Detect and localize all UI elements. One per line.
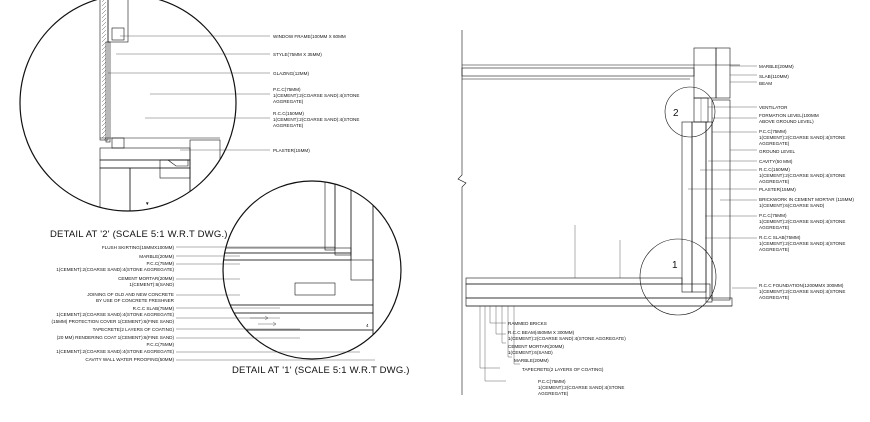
- sec-label-pcc: P.C.C(75MM): [759, 129, 787, 134]
- svg-text:▼: ▼: [145, 201, 150, 206]
- sec-label-pcc-mix: 1(CEMENT):2(COARSE SAND):4(STONE: [759, 135, 845, 140]
- label-cavity-wall: CAVITY WALL WATER PROOFING(50MM): [85, 357, 174, 362]
- label-joining: JOINING OF OLD AND NEW CONCRETE: [87, 292, 174, 297]
- sec-label-beam: BEAM: [759, 81, 772, 86]
- sec-label-tapecrete: TAPECRETE(2 LAYERS OF COATING): [522, 367, 604, 372]
- label-flush-skirting: FLUSH SKIRTING(15MMX100MM): [102, 245, 175, 250]
- sec-label-ventilator: VENTILATOR: [759, 105, 788, 110]
- sec-label-rcc: R.C.C(150MM): [759, 167, 790, 172]
- sec-label-rcc-foundation-mix: 1(CEMENT):2(COARSE SAND):4(STONE: [759, 289, 845, 294]
- detail-1-marker-number: 4: [366, 323, 369, 328]
- detail-2-title: DETAIL AT '2' (SCALE 5:1 W.R.T DWG.): [50, 229, 228, 240]
- label-pcc-mix: 1(CEMENT):2(COARSE SAND):4(STONE AGGREGA…: [56, 267, 174, 272]
- sec-label-pcc-bottom: P.C.C(75MM): [538, 379, 566, 384]
- sec-label-rcc-slab: R.C.C SLAB(75MM): [759, 235, 801, 240]
- sec-label-rcc-slab-mix-2: AGGREGATE): [759, 247, 790, 252]
- sec-label-cement-mortar-mix: 1(CEMENT):6(SAND): [508, 350, 553, 355]
- label-protection-cover: (15MM) PROTECTION COVER 1(CEMENT):6(FINE…: [51, 319, 174, 324]
- detail-1-title: DETAIL AT '1' (SCALE 5:1 W.R.T DWG.): [232, 365, 410, 376]
- sec-label-marble: MARBLE(20MM): [759, 64, 794, 69]
- label-pcc-75-b: P.C.C(75MM): [147, 342, 175, 347]
- sec-label-rcc-beam-mix: 1(CEMENT):2(COARSE SAND):4(STONE AGGREGA…: [508, 336, 626, 341]
- label-pcc-75: P.C.C(75MM): [147, 261, 175, 266]
- label-rcc-mix: 1(CEMENT):2(COARSE SAND):4(STONE: [273, 117, 359, 122]
- sec-label-pcc-bottom-mix: 1(CEMENT):2(COARSE SAND):4(STONE: [538, 385, 624, 390]
- sec-label-pcc-75-mix: 1(CEMENT):2(COARSE SAND):4(STONE: [759, 219, 845, 224]
- label-rcc: R.C.C(150MM): [273, 111, 304, 116]
- sec-label-rammed-bricks: RAMMED BRICKS: [508, 321, 547, 326]
- sec-label-marble-bottom: MARBLE(20MM): [514, 358, 549, 363]
- callout-2: 2: [673, 108, 679, 119]
- sec-label-formation-level-2: ABOVE GROUND LEVEL): [759, 119, 814, 124]
- detail-1-circle: 4 FLUSH SKIRTING(15MMX100MM) MARBLE(20MM…: [51, 180, 410, 376]
- label-pcc-mix-b: 1(CEMENT):2(COARSE SAND):4(STONE AGGREGA…: [56, 349, 174, 354]
- sec-label-plaster: PLASTER(15MM): [759, 187, 796, 192]
- label-glazing: GLAZING(12MM): [273, 71, 309, 76]
- label-marble: MARBLE(20MM): [139, 254, 174, 259]
- label-cement-mortar-mix: 1(CEMENT):6(SAND): [129, 282, 174, 287]
- label-rcc-slab: R.C.C SLAB(75MM): [133, 306, 175, 311]
- main-section-drawing: 2 1: [457, 30, 854, 396]
- sec-label-cavity: CAVITY(50 MM): [759, 159, 793, 164]
- label-rcc-slab-mix: 1(CEMENT):2(COARSE SAND):4(STONE AGGREGA…: [56, 312, 174, 317]
- sec-label-rcc-slab-mix: 1(CEMENT):2(COARSE SAND):4(STONE: [759, 241, 845, 246]
- sec-label-rcc-foundation: R.C.C FOUNDATION(1200MMX 300MM): [759, 283, 844, 288]
- sec-label-pcc-75-mix-2: AGGREGATE): [759, 225, 790, 230]
- label-style: STYLE(75MM X 35MM): [273, 52, 322, 57]
- sec-label-slab: SLAB(110MM): [759, 74, 789, 79]
- label-pcc-mix-2: AGGREGATE): [273, 99, 304, 104]
- label-plaster: PLASTER(15MM): [273, 148, 310, 153]
- sec-label-rcc-mix-2: AGGREGATE): [759, 179, 790, 184]
- sec-label-cement-mortar: CEMENT MORTAR(20MM): [508, 344, 564, 349]
- label-rendering-coat: (20 MM) RENDERING COAT 1(CEMENT):6(FINE …: [57, 335, 175, 340]
- label-tapecrete: TAPECRETE(2 LAYERS OF COATING): [93, 327, 175, 332]
- label-rcc-mix-2: AGGREGATE): [273, 123, 304, 128]
- label-cement-mortar: CEMENT MORTAR(20MM): [118, 276, 174, 281]
- sec-label-rcc-foundation-mix-2: AGGREGATE): [759, 295, 790, 300]
- sec-label-pcc-75: P.C.C(75MM): [759, 213, 787, 218]
- callout-1: 1: [672, 260, 678, 271]
- sec-label-brickwork-mix: 1(CEMENT):6(COARSE SAND): [759, 203, 825, 208]
- sec-label-pcc-bottom-mix-2: AGGREGATE): [538, 391, 569, 396]
- sec-label-rcc-beam: R.C.C BEAM(450MM X 300MM): [508, 330, 575, 335]
- label-window-frame: WINDOW FRAME(100MM X 60MM: [273, 34, 346, 39]
- label-pcc-mix: 1(CEMENT):2(COARSE SAND):4(STONE: [273, 93, 359, 98]
- sec-label-brickwork: BRICKWORK IN CEMENT MORTAR (115MM): [759, 197, 854, 202]
- sec-label-pcc-mix-2: AGGREGATE): [759, 141, 790, 146]
- sec-label-rcc-mix: 1(CEMENT):2(COARSE SAND):4(STONE: [759, 173, 845, 178]
- sec-label-formation-level: FORMATION LEVEL(100MM: [759, 113, 819, 118]
- label-joining-2: BY USE OF CONCRETE FRESHNER: [96, 298, 175, 303]
- sec-label-ground-level: GROUND LEVEL: [759, 149, 795, 154]
- detail-2-circle: ▼ WINDOW FRAME(100MM X 60MM STYLE(75MM X…: [19, 0, 359, 240]
- label-pcc: P.C.C(75MM): [273, 87, 301, 92]
